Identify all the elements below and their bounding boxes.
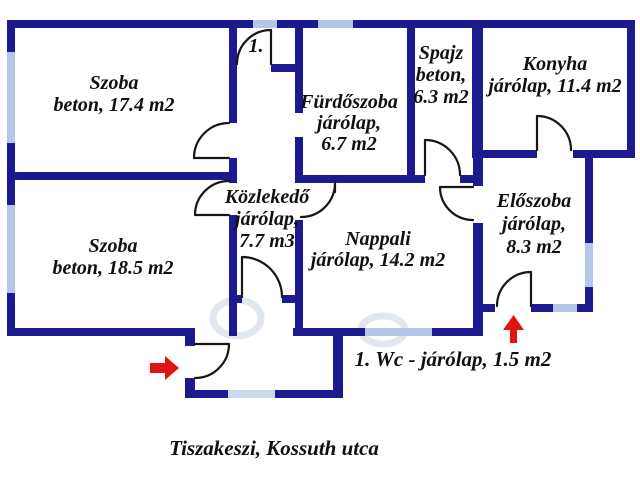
room-name: Szoba [89, 72, 139, 94]
entrance-arrow-porch [150, 356, 179, 380]
room-detail: járólap, [235, 208, 299, 230]
label-furdoszoba: Fürdőszoba járólap, 6.7 m2 [300, 92, 398, 155]
room-name: Spajz [418, 42, 464, 64]
door-spajz [423, 138, 462, 177]
door-porch [193, 342, 231, 380]
room-area: 8.3 m2 [506, 236, 562, 258]
door-eloszoba-entrance [495, 270, 533, 308]
label-nappali: Nappali járólap, 14.2 m2 [311, 229, 445, 271]
room-name: Fürdőszoba [300, 91, 398, 113]
label-wc-marker: 1. [249, 35, 264, 57]
window-szoba1 [7, 52, 15, 143]
door-konyha [535, 114, 573, 152]
room-detail: beton, 18.5 m2 [52, 257, 174, 279]
window-furdoszoba [318, 20, 353, 28]
door-szoba1 [192, 121, 231, 160]
room-detail: járólap, 11.4 m2 [488, 75, 622, 97]
room-area: 6.7 m2 [321, 133, 377, 155]
label-szoba1: Szoba beton, 17.4 m2 [53, 72, 174, 116]
room-name: Konyha [522, 53, 588, 75]
room-detail: beton, 17.4 m2 [53, 94, 175, 116]
room-detail: beton, [415, 64, 467, 86]
room-name: Nappali [345, 228, 411, 250]
label-konyha: Konyha járólap, 11.4 m2 [488, 53, 621, 97]
room-detail: járólap, 14.2 m2 [310, 249, 446, 271]
room-area: 7.7 m3 [239, 230, 295, 252]
window-nappali [365, 328, 432, 336]
window-porch [228, 390, 275, 398]
room-name: Előszoba [496, 190, 572, 212]
label-eloszoba: Előszoba járólap, 8.3 m2 [497, 190, 571, 259]
door-szoba2 [193, 179, 231, 217]
window-wc [253, 20, 277, 28]
window-szoba2 [7, 205, 15, 293]
room-detail: járólap, [317, 112, 381, 134]
windows [7, 20, 593, 336]
door-wc [235, 28, 273, 66]
entrance-arrow-eloszoba [503, 315, 524, 343]
wc-note: 1. Wc - járólap, 1.5 m2 [354, 347, 552, 371]
doors [192, 28, 573, 380]
wc-marker: 1. [248, 35, 264, 57]
entrance-arrows [150, 315, 524, 380]
room-name: Közlekedő [224, 186, 310, 208]
window-eloszoba-south [553, 304, 577, 312]
room-detail: járólap, [502, 213, 566, 235]
label-szoba2: Szoba beton, 18.5 m2 [52, 235, 173, 279]
window-eloszoba-east [585, 243, 593, 287]
address-title: Tiszakeszi, Kossuth utca [169, 436, 379, 460]
door-kozlekedo-porch [240, 255, 284, 299]
door-nappali-eloszoba [438, 185, 475, 222]
room-area: 6.3 m2 [413, 86, 469, 108]
watermark [209, 296, 409, 348]
door-kozlekedo-nappali [299, 181, 337, 219]
room-name: Szoba [88, 235, 138, 257]
label-kozlekedo: Közlekedő járólap, 7.7 m3 [225, 186, 309, 252]
label-spajz: Spajz beton, 6.3 m2 [413, 42, 469, 108]
